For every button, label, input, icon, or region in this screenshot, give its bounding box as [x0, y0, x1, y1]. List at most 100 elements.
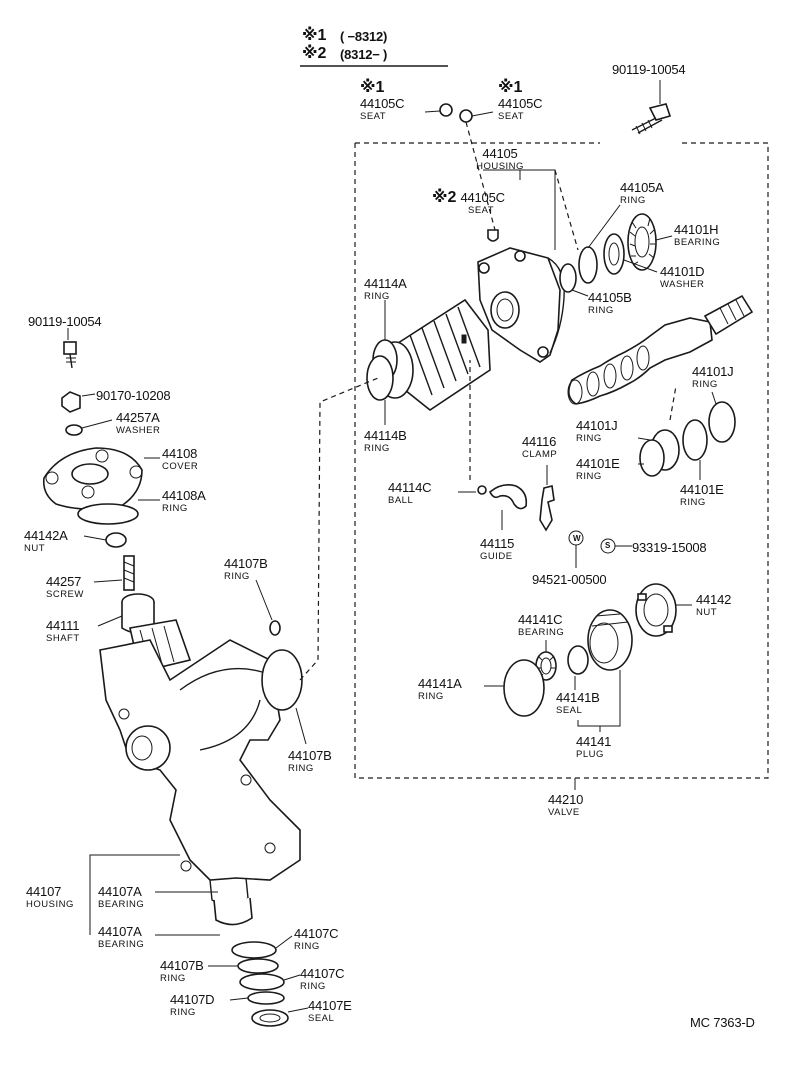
part-number-line: 44141: [576, 734, 611, 750]
part-name: WASHER: [116, 425, 161, 436]
part-number-line: 44114A: [364, 276, 407, 292]
part-number-line: 44105A: [620, 180, 664, 196]
part-number: 44107C: [300, 966, 345, 981]
thrust-bearing-icon: [627, 213, 657, 271]
part-number-line: 44107B: [224, 556, 268, 572]
part-number: 44105B: [588, 290, 632, 305]
ring-icon: [77, 503, 139, 525]
part-number: 44107A: [98, 924, 142, 939]
part-number-line: 44257A: [116, 410, 160, 426]
part-number-line: 93319-15008: [632, 540, 707, 556]
part-number: 44114C: [388, 480, 432, 495]
variant-mark-line: ※1: [498, 80, 542, 96]
part-number: 44142: [696, 592, 732, 607]
part-number: 44107B: [224, 556, 268, 571]
variant-mark-line: ※1: [360, 80, 404, 96]
valve-housing-icon: [477, 247, 565, 363]
part-number-line: 44108: [162, 446, 198, 462]
part-number: 44141A: [418, 676, 462, 691]
part-number: 90119-10054: [28, 314, 102, 329]
part-number: 44257A: [116, 410, 160, 425]
variant-mark: ※1: [360, 79, 385, 96]
part-number: 44111: [46, 618, 80, 633]
part-number: 44101E: [576, 456, 620, 471]
part-number-line: 44108A: [162, 488, 206, 504]
part-name: HOUSING: [26, 899, 74, 910]
part-name: SEAT: [360, 111, 387, 122]
ring-icon: [247, 991, 285, 1005]
part-number-line: 44107C: [300, 966, 345, 982]
part-name: RING: [300, 981, 326, 992]
part-number: 44107A: [98, 884, 142, 899]
part-number: 44108: [162, 446, 198, 461]
washer-icon: [608, 242, 620, 266]
seal-icon: [567, 645, 589, 675]
part-name: RING: [160, 973, 186, 984]
seal-icon: [251, 1009, 289, 1027]
part-number: 44107: [26, 884, 62, 899]
valve-dashed-path: [299, 377, 379, 681]
part-name: BEARING: [98, 939, 145, 950]
part-name: RING: [170, 1007, 196, 1018]
ring-icon: [559, 263, 577, 293]
seal-icon: [259, 1013, 281, 1023]
part-number: 44105: [482, 146, 518, 161]
part-number: 44115: [480, 536, 515, 551]
leader-44101h: [655, 235, 673, 241]
guide-icon: [489, 484, 528, 510]
part-number: 44107C: [294, 926, 339, 941]
part-name: BEARING: [98, 899, 145, 910]
legend-range-2: (8312− ): [340, 47, 388, 62]
part-number-line: 44107E: [308, 998, 352, 1014]
ring-icon: [269, 620, 281, 636]
part-name: RING: [620, 195, 646, 206]
ring-icon: [231, 941, 277, 959]
leader-seat-1: [424, 110, 441, 113]
part-name: RING: [294, 941, 320, 952]
part-number-line: 44210: [548, 792, 583, 808]
variant-mark: ※2: [432, 189, 457, 206]
seat-dashed-path: [465, 121, 496, 231]
seat-icon: [459, 109, 473, 123]
part-name: SHAFT: [46, 633, 80, 644]
part-number-line: 44107: [26, 884, 74, 900]
leader-44142a: [83, 535, 107, 541]
part-name: RING: [288, 763, 314, 774]
part-number: 44141B: [556, 690, 600, 705]
part-number-line: 44115: [480, 536, 514, 552]
part-name: RING: [224, 571, 250, 582]
part-name: SCREW: [46, 589, 84, 600]
part-number: 44101J: [576, 418, 618, 433]
part-number-line: 44141A: [418, 676, 462, 692]
leader-44107c-1: [275, 935, 293, 949]
ball-icon: [477, 485, 487, 495]
bolt-top-icon: [631, 103, 672, 135]
part-name: RING: [680, 497, 706, 508]
part-number: 44105C: [498, 96, 543, 111]
part-name: BALL: [388, 495, 414, 506]
part-number-line: 44142A: [24, 528, 68, 544]
part-number: 44105C: [460, 190, 505, 205]
leader-44105a: [587, 204, 621, 249]
ring-icon: [237, 958, 279, 974]
